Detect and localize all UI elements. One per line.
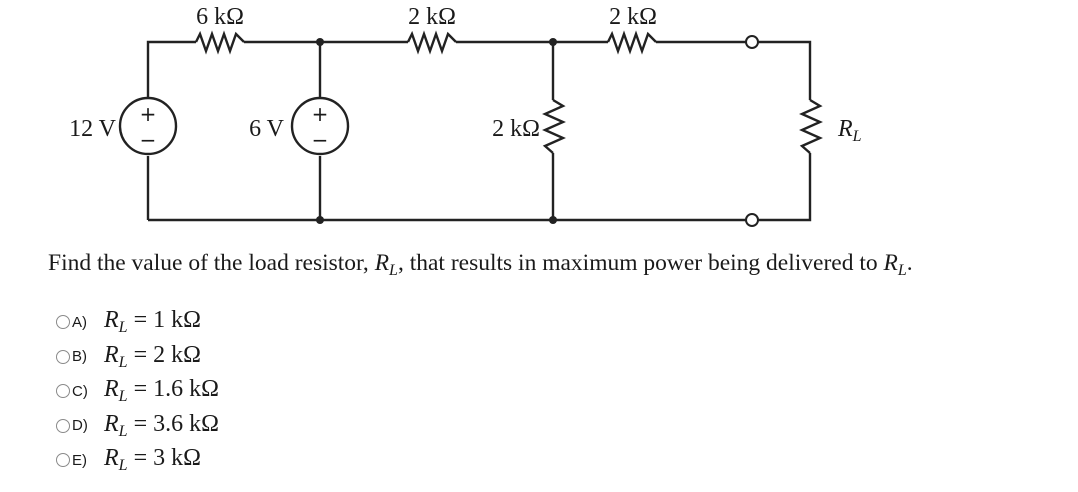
- option-sub: L: [118, 353, 128, 371]
- terminal-bottom: [745, 213, 759, 227]
- question-symbol: R: [374, 250, 390, 276]
- option-sub: L: [118, 388, 128, 406]
- question-end: .: [906, 250, 913, 276]
- option-symbol: R: [104, 445, 119, 472]
- question-text: Find the value of the load resistor, RL,…: [48, 250, 913, 280]
- option-b[interactable]: B) RL = 2 kΩ: [56, 340, 219, 375]
- question-prefix: Find the value of the load resistor,: [48, 250, 375, 276]
- option-value: = 3.6 kΩ: [127, 410, 219, 437]
- option-letter: B): [72, 348, 87, 366]
- radio-button-d[interactable]: [56, 418, 70, 433]
- label-6v: 6 V: [249, 116, 285, 142]
- voltage-source-12v: + −: [118, 96, 178, 156]
- option-expression: RL = 1 kΩ: [104, 307, 201, 337]
- option-symbol: R: [104, 307, 119, 334]
- wire-top-left: [146, 40, 196, 97]
- option-expression: RL = 1.6 kΩ: [104, 376, 219, 406]
- label-2k-shunt: 2 kΩ: [492, 116, 540, 142]
- option-d[interactable]: D) RL = 3.6 kΩ: [56, 409, 219, 444]
- option-expression: RL = 3.6 kΩ: [104, 411, 219, 441]
- resistor-load: [799, 98, 823, 154]
- option-c[interactable]: C) RL = 1.6 kΩ: [56, 374, 219, 409]
- load-symbol: R: [837, 116, 853, 142]
- option-a[interactable]: A) RL = 1 kΩ: [56, 305, 219, 340]
- plus-sign: +: [140, 102, 157, 126]
- option-expression: RL = 3 kΩ: [104, 445, 201, 475]
- option-expression: RL = 2 kΩ: [104, 342, 201, 372]
- option-letter: C): [72, 382, 88, 400]
- resistor-6k: [194, 30, 245, 55]
- load-subscript: L: [852, 128, 862, 145]
- option-value: = 2 kΩ: [127, 341, 201, 368]
- question-sub-2: L: [897, 262, 907, 279]
- option-sub: L: [118, 422, 128, 440]
- option-symbol: R: [104, 410, 119, 437]
- terminal-top: [745, 35, 759, 49]
- radio-button-e[interactable]: [56, 453, 70, 468]
- label-load: RL: [837, 116, 862, 145]
- radio-button-c[interactable]: [56, 384, 70, 399]
- option-letter: E): [72, 451, 87, 469]
- junction-node: [316, 38, 324, 46]
- junction-node: [549, 216, 557, 224]
- option-e[interactable]: E) RL = 3 kΩ: [56, 443, 219, 478]
- minus-sign: −: [312, 128, 329, 152]
- question-middle: , that results in maximum power being de…: [397, 250, 884, 276]
- option-value: = 1.6 kΩ: [127, 376, 219, 403]
- resistor-2k-shunt: [542, 98, 566, 154]
- answer-options: A) RL = 1 kΩ B) RL = 2 kΩ C) RL = 1.6 kΩ…: [56, 305, 219, 478]
- radio-button-a[interactable]: [56, 315, 70, 330]
- wires: [146, 40, 812, 222]
- option-symbol: R: [104, 376, 119, 403]
- voltage-source-6v: + −: [290, 96, 350, 156]
- option-value: = 1 kΩ: [127, 307, 201, 334]
- wire-right-bottom: [758, 153, 812, 222]
- wire-right-top: [758, 40, 812, 100]
- option-symbol: R: [104, 341, 119, 368]
- radio-button-b[interactable]: [56, 349, 70, 364]
- circuit-diagram: + − + − 6 kΩ 2 kΩ 2 kΩ 12 V 6 V 2 kΩ RL: [69, 4, 862, 227]
- option-sub: L: [118, 319, 128, 337]
- junction-node: [549, 38, 557, 46]
- resistor-2k-top-1: [406, 30, 457, 55]
- label-2k-top-1: 2 kΩ: [408, 4, 456, 30]
- option-value: = 3 kΩ: [127, 445, 201, 472]
- label-12v: 12 V: [69, 116, 117, 142]
- option-letter: D): [72, 417, 88, 435]
- option-letter: A): [72, 313, 87, 331]
- option-sub: L: [118, 457, 128, 475]
- minus-sign: −: [140, 128, 157, 152]
- label-2k-top-2: 2 kΩ: [609, 4, 657, 30]
- junction-node: [316, 216, 324, 224]
- question-symbol-2: R: [883, 250, 898, 276]
- label-6k: 6 kΩ: [196, 4, 244, 30]
- question-sub: L: [389, 262, 398, 279]
- plus-sign: +: [312, 102, 329, 126]
- resistor-2k-top-2: [606, 30, 657, 55]
